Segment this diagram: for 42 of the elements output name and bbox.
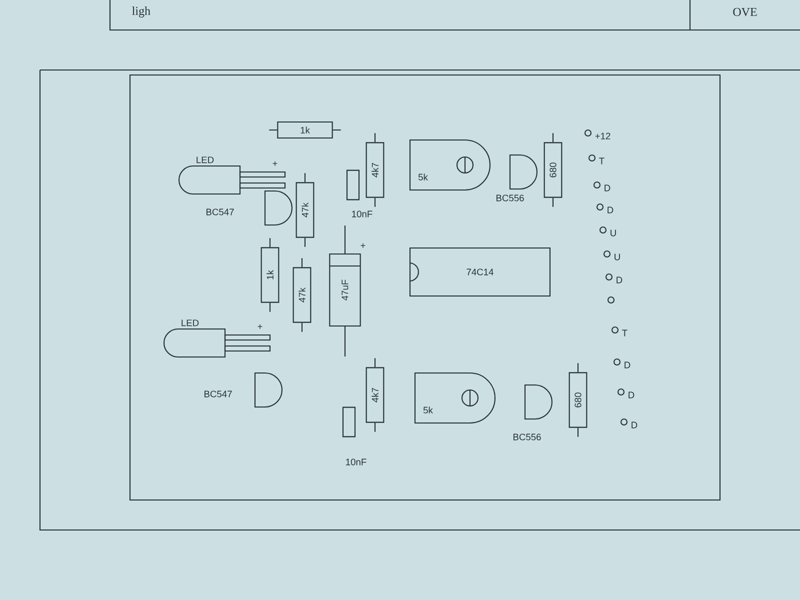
- pin-label: T: [599, 158, 604, 164]
- part-label: +: [272, 161, 278, 166]
- header-text: OVE: [733, 8, 757, 16]
- pin-label: D: [616, 276, 622, 284]
- pin-label: U: [614, 254, 620, 260]
- node-label: LED: [196, 156, 214, 164]
- pin-label: +12: [595, 132, 610, 140]
- ic-chip: 74C14: [409, 247, 551, 297]
- resistor: 1k: [268, 121, 342, 139]
- pin-label: D: [632, 422, 638, 428]
- pin-label: D: [604, 184, 610, 192]
- header-text: ligh: [132, 6, 150, 18]
- part-label: +: [258, 324, 262, 329]
- pin-label: D: [624, 362, 630, 368]
- resistor: 47k: [296, 172, 314, 248]
- part-label: BC556: [514, 434, 541, 440]
- transistor-outline: [264, 190, 293, 226]
- pin-label: D: [608, 206, 614, 214]
- potentiometer: 5k: [409, 139, 491, 191]
- pin-label: T: [622, 330, 628, 336]
- potentiometer: 5k: [414, 372, 496, 424]
- capacitor: [346, 170, 360, 200]
- part-label: BC547: [204, 390, 232, 398]
- part-label: 10nF: [346, 458, 366, 466]
- part-label: +: [360, 243, 366, 248]
- resistor: 680: [568, 362, 588, 438]
- resistor: 1k: [260, 238, 280, 312]
- transistor-outline: [524, 384, 553, 420]
- transistor-outline: [509, 154, 538, 190]
- pin-label: U: [610, 230, 616, 236]
- resistor: 47k: [292, 258, 312, 332]
- part-label: 10nF: [352, 210, 372, 218]
- capacitor: 47uF: [329, 224, 361, 358]
- transistor-outline: [254, 372, 283, 408]
- part-label: BC547: [206, 208, 234, 216]
- resistor: 4k7: [366, 358, 384, 432]
- part-label: BC556: [496, 194, 524, 202]
- resistor: 680: [544, 132, 562, 208]
- capacitor: [342, 406, 356, 438]
- resistor: 4k7: [366, 132, 384, 208]
- node-label: LED: [182, 320, 199, 326]
- pin-label: D: [628, 392, 634, 398]
